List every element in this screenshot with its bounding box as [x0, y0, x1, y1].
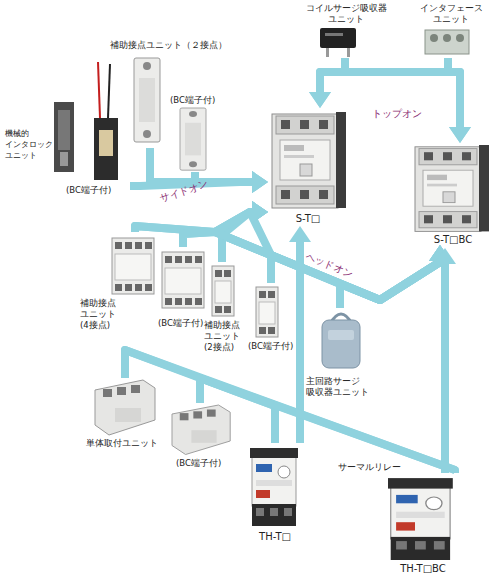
mount-arrow [183, 212, 252, 247]
interlock-bc-illustration [94, 62, 118, 180]
mount-arrow [125, 350, 275, 443]
mount-arrow [340, 261, 440, 308]
product-node: インタフェース ユニット [415, 3, 487, 58]
illustration-part [326, 48, 329, 57]
mount-direction-label: サーマルリレー [338, 462, 408, 473]
product-label: 補助接点ユニット（２接点） [110, 40, 222, 51]
side-aux-contact-bc-illustration [180, 108, 206, 170]
mount-arrow [448, 58, 460, 127]
mount-direction-label: ヘッドオン [304, 250, 364, 283]
product-node: (BC端子付) [158, 247, 208, 332]
product-label: 主回路サージ 吸収器ユニット [306, 376, 374, 398]
illustration-part [99, 130, 113, 156]
illustration-part [443, 34, 451, 42]
illustration-part [58, 110, 70, 150]
product-node: (BC端子付) [170, 94, 218, 172]
illustration-part [425, 30, 469, 54]
mount-arrow [125, 350, 455, 473]
product-label: コイルサージ吸収器 ユニット [305, 3, 387, 25]
head-aux-4-bc-illustration [162, 252, 204, 308]
product-node: 補助接点 ユニット (4接点) [78, 232, 158, 332]
product-label: (BC端子付) [248, 341, 304, 352]
contactor-illustration [272, 112, 346, 208]
product-label: 補助接点 ユニット (4接点) [80, 298, 122, 331]
mount-arrow [320, 58, 448, 92]
product-label: 機械的 インタロック ユニット [5, 128, 55, 161]
illustration-part [347, 48, 350, 57]
coil-surge-absorber-illustration [320, 28, 356, 57]
product-node: (BC端子付) [66, 58, 130, 198]
illustration-part [330, 314, 352, 324]
product-label: S-T□ [268, 213, 348, 224]
product-node: (BC端子付) [168, 403, 234, 473]
product-label: 補助接点 ユニット (2接点) [204, 320, 244, 353]
product-node: TH-T□ [245, 443, 305, 545]
head-aux-4-illustration [112, 238, 154, 294]
illustration-part [60, 152, 68, 166]
product-label: 単体取付ユニット [86, 438, 162, 449]
main-surge-absorber-illustration [322, 314, 360, 368]
mount-arrow [296, 242, 304, 443]
mount-arrow [320, 58, 345, 92]
product-label: TH-T□ [245, 531, 305, 542]
illustration-part [322, 320, 360, 368]
side-aux-contact-illustration [134, 58, 160, 142]
interface-unit-illustration [425, 30, 469, 54]
product-label: (BC端子付) [170, 95, 222, 106]
mount-direction-label: サイドオン [158, 175, 218, 204]
product-node: (BC端子付) [248, 283, 298, 353]
illustration-part [54, 102, 74, 172]
thermal-relay-bc-illustration [388, 478, 453, 560]
mount-arrow [222, 235, 440, 300]
product-node: 機械的 インタロック ユニット [5, 98, 77, 178]
mount-arrow [250, 212, 271, 283]
product-node: 補助接点ユニット（２接点） [110, 38, 170, 148]
single-mount-bc-illustration [172, 405, 230, 455]
product-node: S-T□ [268, 108, 348, 226]
mount-arrow [345, 58, 460, 127]
mount-arrow [222, 212, 252, 262]
mount-arrow [150, 148, 252, 182]
product-label: S-T□BC [413, 234, 493, 245]
product-node: 主回路サージ 吸収器ユニット [306, 308, 374, 400]
head-aux-2-illustration [212, 266, 234, 316]
illustration-part [320, 28, 356, 48]
illustration-part [430, 34, 438, 42]
product-node: 単体取付ユニット [82, 378, 164, 450]
product-label: インタフェース ユニット [415, 3, 487, 25]
illustration-part [328, 330, 354, 340]
contactor-bc-illustration [415, 145, 489, 231]
mount-arrow [135, 226, 440, 300]
product-label: TH-T□BC [383, 563, 463, 574]
illustration-part [94, 118, 118, 180]
product-node: S-T□BC [413, 143, 493, 248]
product-node: TH-T□BC [383, 473, 463, 577]
illustration-part [325, 33, 343, 36]
product-node: コイルサージ吸収器 ユニット [305, 3, 387, 58]
mechanical-interlock-illustration [54, 102, 74, 172]
illustration-part [456, 34, 464, 42]
single-mount-illustration [95, 380, 155, 435]
mount-arrow [200, 378, 275, 443]
illustration-part [108, 64, 110, 118]
mount-arrow [441, 264, 449, 473]
mount-arrow [183, 232, 440, 300]
product-label: (BC端子付) [66, 185, 124, 196]
thermal-relay-illustration [250, 448, 298, 526]
mount-arrow [271, 255, 440, 300]
mount-direction-label: トップオン [372, 108, 432, 119]
product-node: 補助接点 ユニット (2接点) [200, 262, 245, 352]
illustration-part [98, 62, 100, 118]
mount-arrow [135, 212, 252, 232]
product-label: (BC端子付) [176, 458, 234, 469]
head-aux-2-bc-illustration [256, 287, 278, 337]
